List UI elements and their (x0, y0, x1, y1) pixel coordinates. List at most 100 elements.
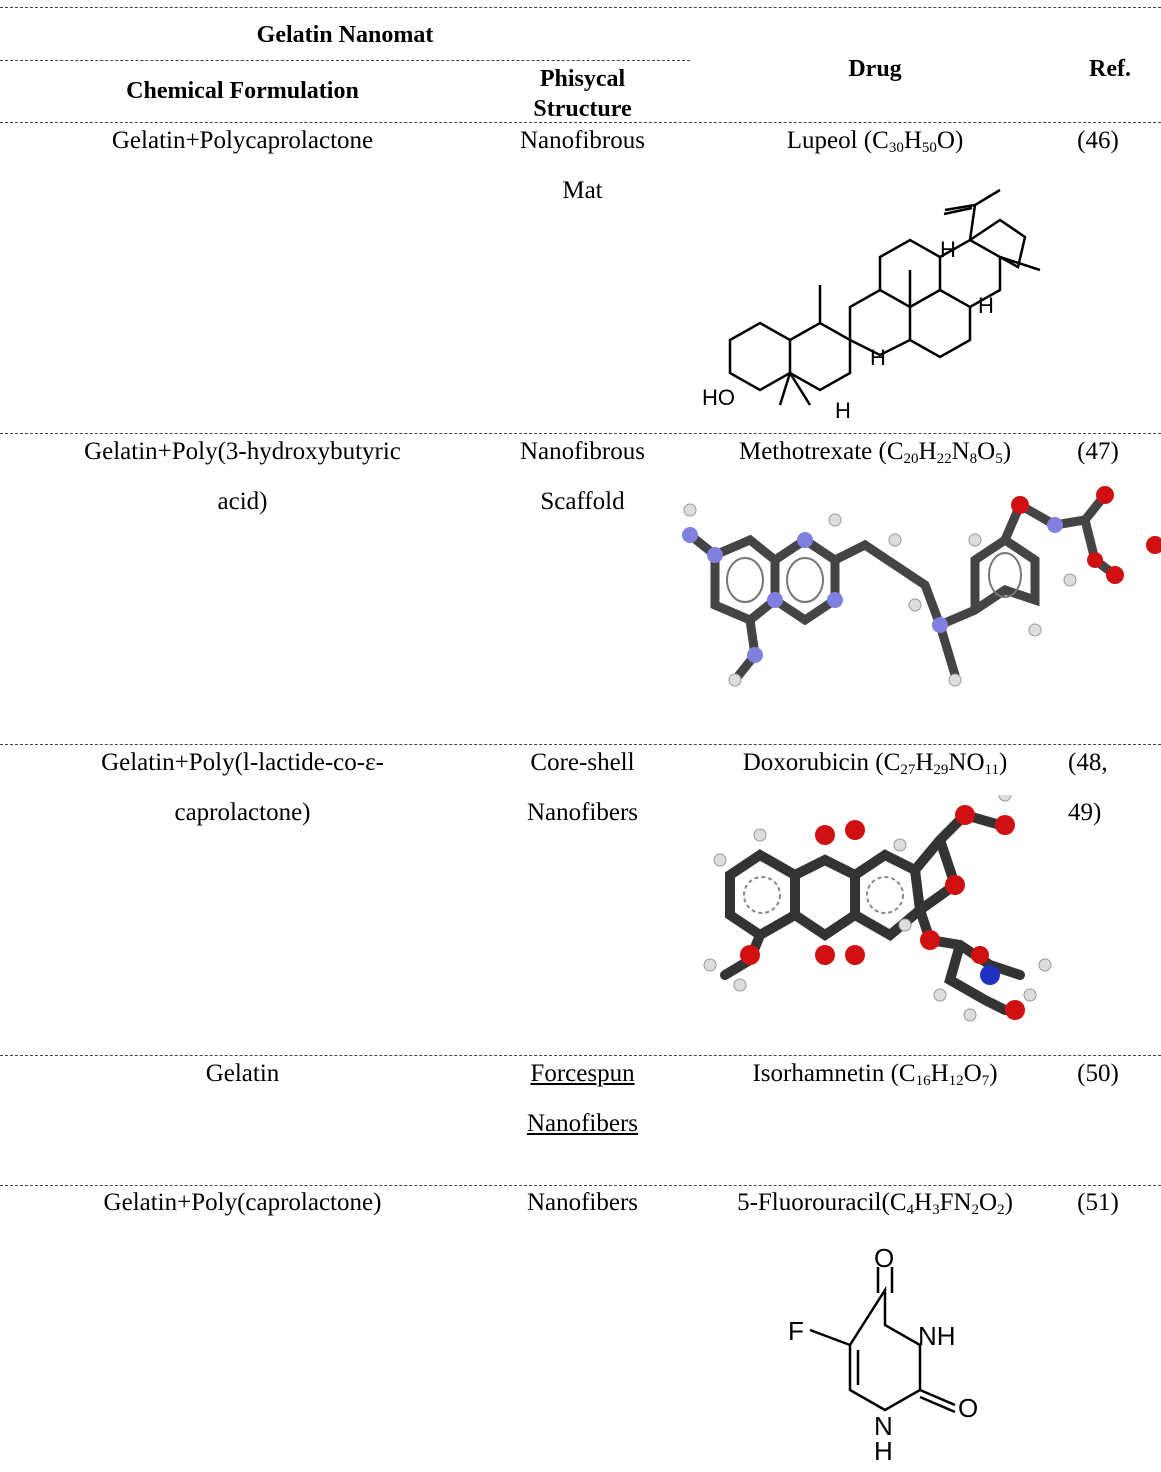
formula-subscript: 29 (933, 762, 949, 778)
row-3-formulation-line: caprolactone) (174, 799, 311, 826)
formula-element: C (898, 1060, 916, 1087)
formula-subscript: 7 (981, 1073, 990, 1089)
row-5-formulation: Gelatin+Poly(caprolactone) (60, 1178, 425, 1228)
formula-subscript: 5 (995, 451, 1003, 467)
formula-element: H (930, 1060, 949, 1087)
row-4-ref-line: (50) (1077, 1060, 1119, 1087)
row-2-structure: Nanofibrous Scaffold (500, 427, 665, 527)
header-group: Gelatin Nanomat (256, 22, 434, 48)
row-1-structure: Nanofibrous Mat (500, 116, 665, 216)
row-4-structure-line: Forcespun (530, 1060, 635, 1087)
formula-subscript: 50 (921, 140, 937, 156)
row-2-formulation-line: acid) (217, 488, 268, 515)
formula-element: O (977, 438, 996, 465)
formula-element: O (966, 749, 985, 776)
lupeol-h-label: H (940, 237, 956, 262)
row-3-rule (0, 1055, 1161, 1056)
group-rule (0, 60, 690, 61)
formula-close-paren: ) (1002, 438, 1012, 465)
formula-subscript: 2 (997, 1202, 1005, 1218)
fluorouracil-n-label: N (874, 1411, 893, 1441)
row-1-structure-line: Nanofibrous (520, 127, 645, 154)
lupeol-atom-labels: H H H H HO (702, 237, 994, 423)
formula-subscript: 16 (915, 1073, 931, 1089)
formula-element: N (951, 438, 970, 465)
formula-element: N (953, 1189, 972, 1216)
formula-element: O (979, 1189, 998, 1216)
drug-name: Doxorubicin ( (742, 749, 884, 776)
formula-subscript: 3 (932, 1202, 940, 1218)
row-4-ref: (50) (1068, 1049, 1128, 1099)
row-4-structure-line: Nanofibers (526, 1110, 639, 1137)
row-2-rule (0, 744, 1161, 745)
lupeol-ho-label: HO (702, 385, 735, 410)
formula-subscript: 22 (936, 451, 952, 467)
formula-close-paren: ) (998, 749, 1008, 776)
header-physical-structure-line1: Phisycal (539, 66, 626, 92)
drug-name: 5-Fluorouracil( (737, 1189, 890, 1216)
formula-subscript: 8 (969, 451, 978, 467)
fluorouracil-f-label: F (788, 1316, 804, 1346)
top-rule (0, 7, 1161, 8)
row-4-structure: Forcespun Nanofibers (500, 1049, 665, 1149)
formula-element: O (963, 1060, 982, 1087)
formula-element: C (889, 1189, 907, 1216)
row-2-drug: Methotrexate (C20H22N8O5) (700, 427, 1050, 477)
row-2-ref: (47) (1068, 427, 1128, 477)
formula-subscript: 11 (984, 762, 999, 778)
row-4-formulation-line: Gelatin (205, 1060, 280, 1087)
row-5-structure-line: Nanofibers (526, 1189, 639, 1216)
drug-name: Methotrexate ( (738, 438, 887, 465)
row-5-ref-line: (51) (1077, 1189, 1119, 1216)
methotrexate-model-image (682, 486, 1161, 687)
row-3-structure-line: Nanofibers (526, 799, 639, 826)
row-3-drug: Doxorubicin (C27H29NO11) (700, 738, 1050, 788)
row-2-structure-line: Scaffold (540, 488, 625, 515)
row-3-structure-line: Core-shell (530, 749, 635, 776)
fluorouracil-atom-labels: O F NH O N H (788, 1245, 978, 1466)
formula-element: H (914, 1189, 933, 1216)
row-2-formulation-line: Gelatin+Poly(3-hydroxybutyric (84, 438, 401, 465)
row-1-structure-line: Mat (562, 177, 603, 204)
formula-subscript: 27 (900, 762, 916, 778)
row-3-formulation: Gelatin+Poly(l-lactide-co-ε- caprolacton… (20, 738, 465, 838)
row-4-formulation: Gelatin (60, 1049, 425, 1099)
doxorubicin-model-image (703, 795, 1052, 1022)
fluorouracil-nh-label: NH (918, 1321, 956, 1351)
row-5-formulation-line: Gelatin+Poly(caprolactone) (103, 1189, 382, 1216)
fluorouracil-structure-image: O F NH O N H (788, 1245, 978, 1466)
row-3-ref-line: 49) (1068, 799, 1102, 826)
header-bottom-rule (0, 122, 1161, 123)
formula-element: H (903, 127, 922, 154)
header-physical-structure-line2: Structure (533, 96, 632, 122)
lupeol-structure-image: H H H H HO (702, 188, 1041, 423)
formula-element: C (886, 438, 904, 465)
row-5-ref: (51) (1068, 1178, 1128, 1228)
row-3-structure: Core-shell Nanofibers (500, 738, 665, 838)
header-ref: Ref. (1089, 56, 1131, 82)
row-3-ref: (48, 49) (1068, 738, 1128, 838)
row-5-structure: Nanofibers (500, 1178, 665, 1228)
formula-subscript: 30 (888, 140, 904, 156)
header-drug: Drug (848, 56, 902, 82)
row-2-formulation: Gelatin+Poly(3-hydroxybutyric acid) (20, 427, 465, 527)
formula-element: N (948, 749, 967, 776)
formula-subscript: 20 (903, 451, 919, 467)
formula-close-paren: ) (954, 127, 964, 154)
formula-element: F (939, 1189, 954, 1216)
fluorouracil-o-label: O (874, 1245, 894, 1273)
row-1-ref: (46) (1068, 116, 1128, 166)
drug-name: Lupeol ( (786, 127, 873, 154)
row-4-drug: Isorhamnetin (C16H12O7) (700, 1049, 1050, 1099)
row-3-ref-line: (48, (1068, 749, 1108, 776)
formula-close-paren: ) (1004, 1189, 1013, 1216)
fluorouracil-h-label: H (874, 1436, 893, 1466)
header-chemical-formulation: Chemical Formulation (126, 78, 359, 104)
row-5-drug: 5-Fluorouracil(C4H3FN2O2) (690, 1178, 1060, 1228)
fluorouracil-o-label: O (958, 1393, 978, 1423)
row-1-drug: Lupeol (C30H50O) (700, 116, 1050, 166)
row-1-formulation: Gelatin+Polycaprolactone (60, 116, 425, 166)
lupeol-h-label: H (835, 398, 851, 423)
row-4-rule (0, 1185, 1161, 1186)
formula-subscript: 4 (906, 1202, 915, 1218)
